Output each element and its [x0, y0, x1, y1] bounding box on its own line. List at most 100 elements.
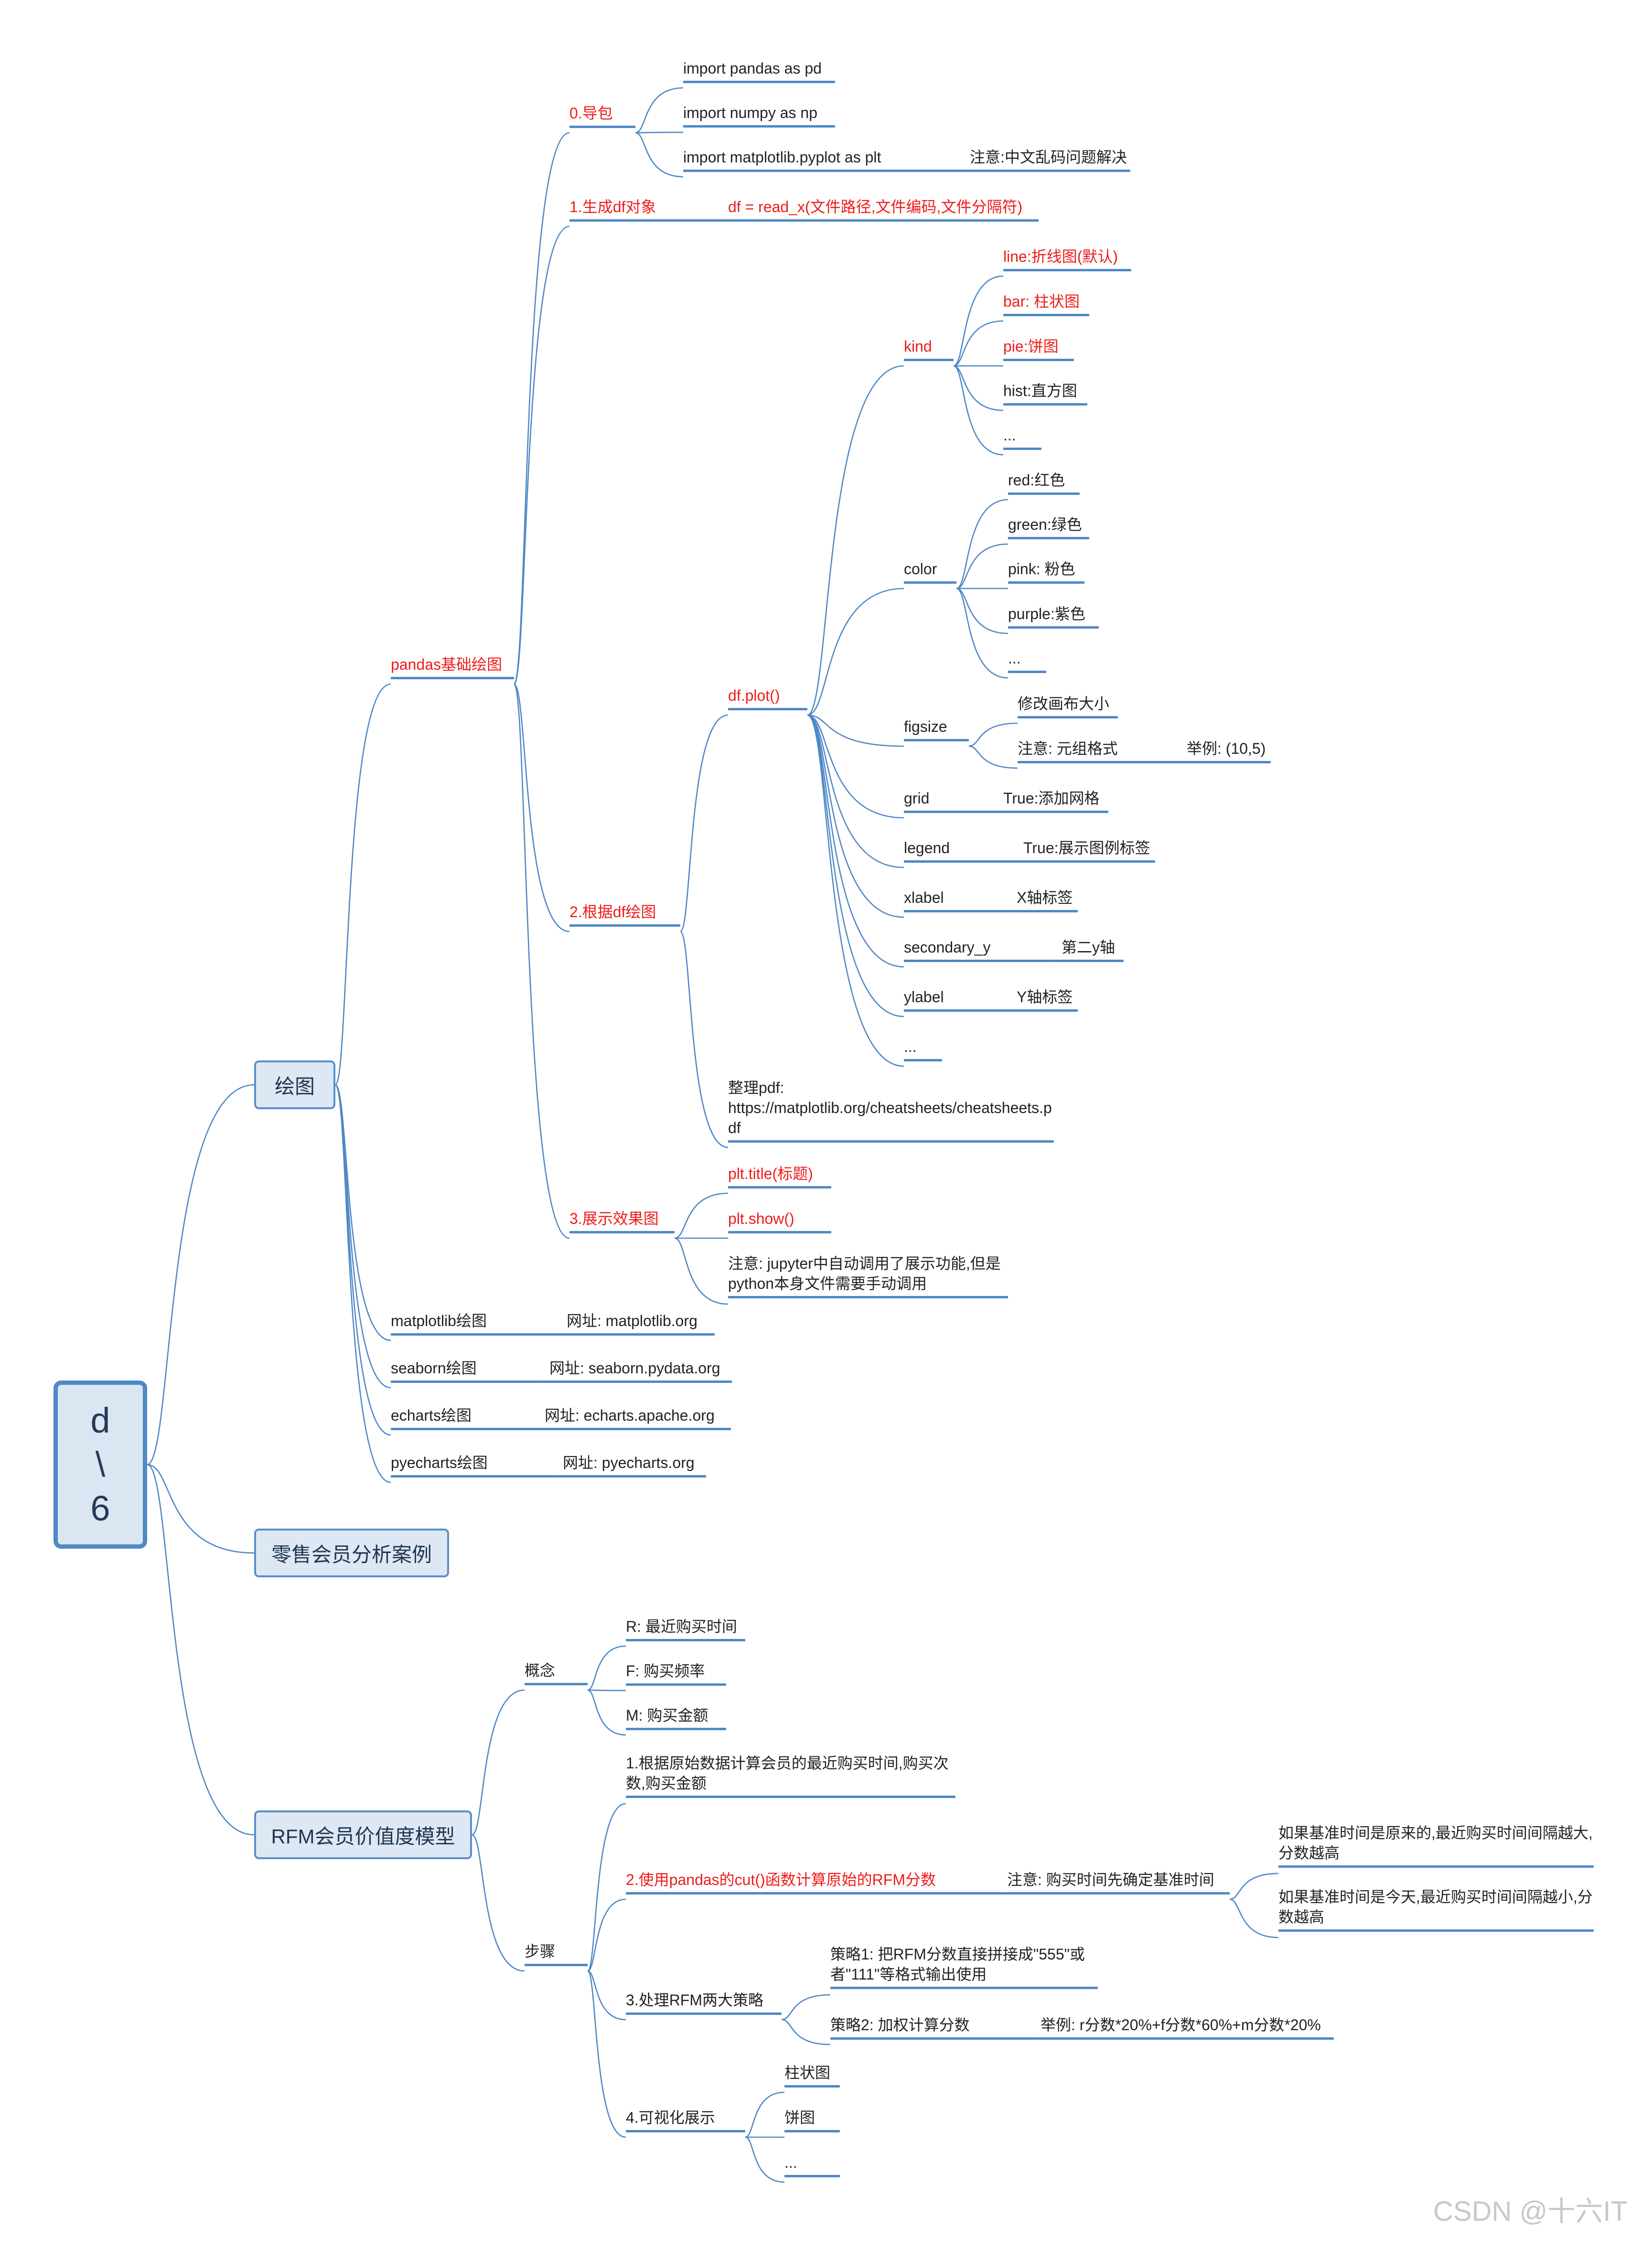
connector-line: [956, 543, 1008, 589]
underline: [1017, 860, 1155, 863]
node-lib-seaborn[interactable]: seaborn绘图: [391, 1358, 543, 1383]
node-rfm-step2-label: 2.使用pandas的cut()函数计算原始的RFM分数: [626, 1871, 936, 1888]
node-rfm-vis-bar[interactable]: 柱状图: [784, 2063, 840, 2087]
node-secondary-y-desc[interactable]: 第二y轴: [1054, 937, 1124, 962]
node-rfm-vis-pie[interactable]: 饼图: [784, 2108, 840, 2132]
connector-line: [587, 1970, 626, 2138]
node-lib-echarts[interactable]: echarts绘图: [391, 1405, 538, 1430]
node-plt-show-label: plt.show(): [728, 1210, 794, 1227]
node-show-step[interactable]: 3.展示效果图: [569, 1209, 675, 1233]
node-rfm-step2-note-label: 注意: 购买时间先确定基准时间: [1007, 1871, 1214, 1888]
node-plt-title[interactable]: plt.title(标题): [728, 1164, 831, 1188]
node-xlabel-desc[interactable]: X轴标签: [1013, 888, 1078, 912]
node-import-note[interactable]: 注意:中文乱码问题解决: [970, 147, 1130, 172]
node-rfm-steps[interactable]: 步骤: [525, 1941, 588, 1966]
node-plot-step[interactable]: 2.根据df绘图: [569, 902, 680, 927]
node-color-pink[interactable]: pink: 粉色: [1008, 559, 1084, 584]
topic-retail-case[interactable]: 零售会员分析案例: [254, 1529, 449, 1577]
node-color-green[interactable]: green:绿色: [1008, 514, 1089, 539]
node-grid-desc[interactable]: True:添加网格: [999, 788, 1108, 813]
node-rfm-m[interactable]: M: 购买金额: [626, 1705, 726, 1730]
node-rfm-f[interactable]: F: 购买频率: [626, 1661, 726, 1686]
node-lib-matplotlib[interactable]: matplotlib绘图: [391, 1311, 555, 1336]
node-lib-pyecharts[interactable]: pyecharts绘图: [391, 1453, 556, 1477]
node-figsize-desc[interactable]: 修改画布大小: [1018, 694, 1118, 718]
connector-line: [147, 1464, 255, 1554]
node-kind-line[interactable]: line:折线图(默认): [1003, 246, 1131, 271]
node-rfm-step2-case2[interactable]: 如果基准时间是今天,最近购买时间间隔越小,分数越高: [1278, 1887, 1594, 1932]
node-color-more[interactable]: ...: [1008, 648, 1046, 673]
node-create-df[interactable]: 1.生成df对象: [569, 197, 732, 222]
node-import[interactable]: 0.导包: [569, 103, 635, 128]
node-legend-desc[interactable]: True:展示图例标签: [1017, 838, 1155, 863]
node-grid[interactable]: grid: [904, 788, 999, 813]
node-lib-echarts-label: echarts绘图: [391, 1407, 472, 1424]
node-kind-pie[interactable]: pie:饼图: [1003, 336, 1074, 361]
node-legend[interactable]: legend: [904, 838, 1017, 863]
node-secondary-y[interactable]: secondary_y: [904, 937, 1054, 962]
topic-rfm-model[interactable]: RFM会员价值度模型: [254, 1810, 472, 1859]
underline: [970, 170, 1130, 172]
node-rfm-concept[interactable]: 概念: [525, 1660, 588, 1685]
node-df-plot[interactable]: df.plot(): [728, 685, 807, 710]
node-rfm-strategy2-example[interactable]: 举例: r分数*20%+f分数*60%+m分数*20%: [1037, 2015, 1334, 2040]
underline: [904, 811, 999, 813]
node-import-numpy[interactable]: import numpy as np: [683, 103, 835, 128]
connector-line: [587, 1898, 626, 1972]
node-ylabel[interactable]: ylabel: [904, 987, 1013, 1012]
node-plt-show[interactable]: plt.show(): [728, 1209, 831, 1233]
root-line-1: d: [90, 1401, 110, 1440]
connector-line: [953, 275, 1004, 367]
node-pandas-plotting[interactable]: pandas基础绘图: [391, 654, 514, 679]
node-rfm-step1[interactable]: 1.根据原始数据计算会员的最近购买时间,购买次数,购买金额: [626, 1753, 955, 1798]
node-figsize-example[interactable]: 举例: (10,5): [1183, 739, 1271, 763]
node-rfm-step2-case1[interactable]: 如果基准时间是原来的,最近购买时间间隔越大,分数越高: [1278, 1823, 1594, 1868]
node-show-step-label: 3.展示效果图: [569, 1210, 659, 1227]
node-figsize[interactable]: figsize: [904, 717, 969, 741]
node-rfm-strategy1[interactable]: 策略1: 把RFM分数直接拼接成"555"或者"111"等格式输出使用: [830, 1944, 1098, 1989]
node-ylabel-desc[interactable]: Y轴标签: [1013, 987, 1078, 1012]
node-rfm-vis-more[interactable]: ...: [784, 2152, 840, 2177]
node-rfm-step3[interactable]: 3.处理RFM两大策略: [626, 1990, 782, 2015]
node-kind-hist[interactable]: hist:直方图: [1003, 381, 1087, 406]
node-rfm-step2[interactable]: 2.使用pandas的cut()函数计算原始的RFM分数: [626, 1870, 1003, 1895]
node-cheatsheet[interactable]: 整理pdf: https://matplotlib.org/cheatsheet…: [728, 1078, 1054, 1143]
topic-plotting[interactable]: 绘图: [254, 1060, 335, 1109]
node-plot-step-label: 2.根据df绘图: [569, 903, 656, 921]
connector-line: [587, 1645, 626, 1691]
node-lib-pyecharts-site[interactable]: 网址: pyecharts.org: [556, 1453, 706, 1477]
node-kind[interactable]: kind: [904, 336, 954, 361]
node-lib-matplotlib-site[interactable]: 网址: matplotlib.org: [555, 1311, 715, 1336]
node-rfm-strategy2[interactable]: 策略2: 加权计算分数: [830, 2015, 1037, 2040]
node-kind-line-label: line:折线图(默认): [1003, 248, 1118, 265]
node-color-red-label: red:红色: [1008, 471, 1065, 489]
underline: [626, 1683, 726, 1686]
node-import-matplotlib[interactable]: import matplotlib.pyplot as plt: [683, 147, 970, 172]
underline: [626, 1728, 726, 1730]
node-kind-bar[interactable]: bar: 柱状图: [1003, 291, 1089, 316]
connector-line: [807, 365, 904, 716]
node-color-red[interactable]: red:红色: [1008, 470, 1080, 495]
node-rfm-r[interactable]: R: 最近购买时间: [626, 1616, 745, 1641]
node-figsize-note[interactable]: 注意: 元组格式: [1018, 739, 1183, 763]
node-lib-seaborn-site[interactable]: 网址: seaborn.pydata.org: [543, 1358, 732, 1383]
node-color[interactable]: color: [904, 559, 956, 584]
node-rfm-step2-note[interactable]: 注意: 购买时间先确定基准时间: [1003, 1870, 1230, 1895]
node-show-note[interactable]: 注意: jupyter中自动调用了展示功能,但是python本身文件需要手动调用: [728, 1253, 1008, 1298]
node-plot-more[interactable]: ...: [904, 1037, 942, 1061]
underline: [1278, 1929, 1594, 1932]
node-rfm-step4-label: 4.可视化展示: [626, 2109, 715, 2126]
node-kind-more[interactable]: ...: [1003, 425, 1041, 450]
node-color-purple[interactable]: purple:紫色: [1008, 604, 1099, 629]
node-xlabel[interactable]: xlabel: [904, 888, 1013, 912]
node-rfm-step4[interactable]: 4.可视化展示: [626, 2108, 745, 2132]
node-rfm-strategy2-label: 策略2: 加权计算分数: [830, 2016, 970, 2034]
connector-line: [807, 714, 904, 918]
node-rfm-step2-case2-label: 如果基准时间是今天,最近购买时间间隔越小,分数越高: [1278, 1888, 1593, 1926]
root-node[interactable]: d \ 6: [54, 1381, 147, 1549]
node-create-df-code[interactable]: df = read_x(文件路径,文件编码,文件分隔符): [728, 197, 1039, 222]
node-lib-echarts-site[interactable]: 网址: echarts.apache.org: [538, 1405, 731, 1430]
node-kind-pie-label: pie:饼图: [1003, 338, 1059, 355]
node-import-pandas[interactable]: import pandas as pd: [683, 58, 835, 83]
